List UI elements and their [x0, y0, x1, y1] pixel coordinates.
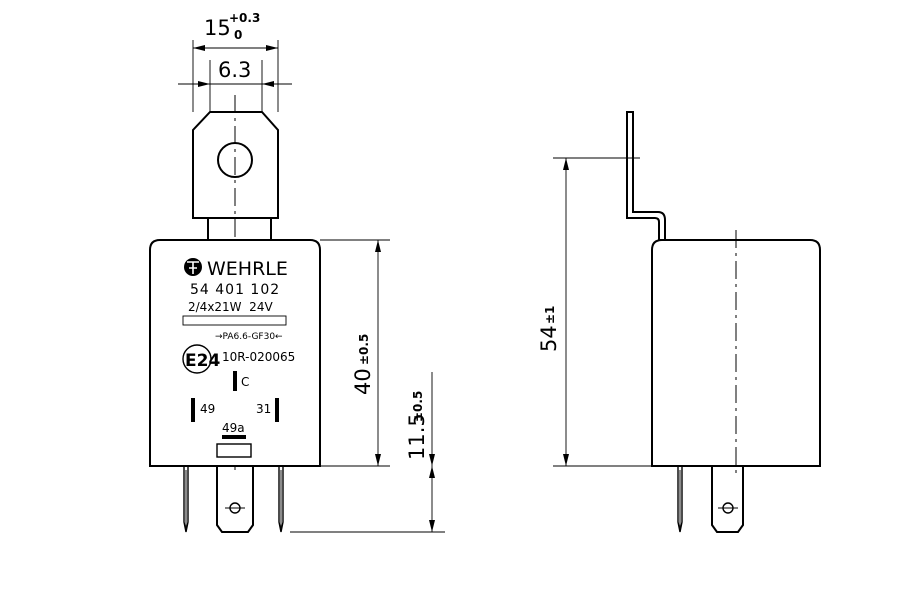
side-dimensions: 54 ±1	[537, 157, 652, 467]
dim-pin-length: 11.5	[405, 413, 429, 460]
bracket-neck	[207, 217, 272, 241]
side-view	[626, 111, 821, 533]
rating-label: 2/4x21W 24V	[188, 300, 273, 314]
dim-pin-length-tol: ±0.5	[411, 391, 425, 422]
dim-body-height-tol: ±0.5	[357, 334, 371, 365]
dim-terminal-width-lower-tol: 0	[234, 28, 242, 42]
approval-mark-label: E24	[185, 351, 220, 371]
part-number-label: 54 401 102	[190, 282, 280, 298]
approval-number-label: 10R-020065	[222, 350, 295, 364]
side-bracket	[626, 111, 666, 241]
terminal-49a-label: 49a	[222, 421, 245, 435]
dim-body-height: 40	[351, 368, 375, 395]
terminal-c-marker	[233, 371, 237, 391]
dim-hole-spacing: 6.3	[218, 58, 251, 82]
terminal-c-label: C	[241, 375, 249, 389]
bottom-tab	[216, 443, 252, 458]
terminal-49-label: 49	[200, 402, 215, 416]
dim-overall-height: 54	[537, 325, 561, 352]
dim-overall-height-tol: ±1	[543, 306, 557, 324]
terminal-31-label: 31	[256, 402, 271, 416]
brand-label: WEHRLE	[207, 258, 288, 280]
front-pins	[183, 466, 284, 533]
side-housing	[651, 239, 821, 467]
front-dimensions: 15 +0.3 0 6.3 40 ±0.5 11.5 ±0.5	[178, 11, 445, 533]
side-pins	[677, 466, 744, 533]
terminal-49-marker	[191, 398, 195, 422]
terminal-49a-marker	[222, 435, 246, 439]
material-label: →PA6.6-GF30←	[215, 332, 283, 342]
wehrle-logo-icon	[184, 258, 202, 276]
front-view: WEHRLE 54 401 102 2/4x21W 24V →PA6.6-GF3…	[149, 95, 321, 533]
approval-mark: E24	[182, 344, 220, 374]
dim-terminal-width-upper-tol: +0.3	[229, 11, 260, 25]
dim-terminal-width: 15	[204, 16, 231, 40]
label-strip	[182, 315, 287, 326]
terminal-31-marker	[275, 398, 279, 422]
